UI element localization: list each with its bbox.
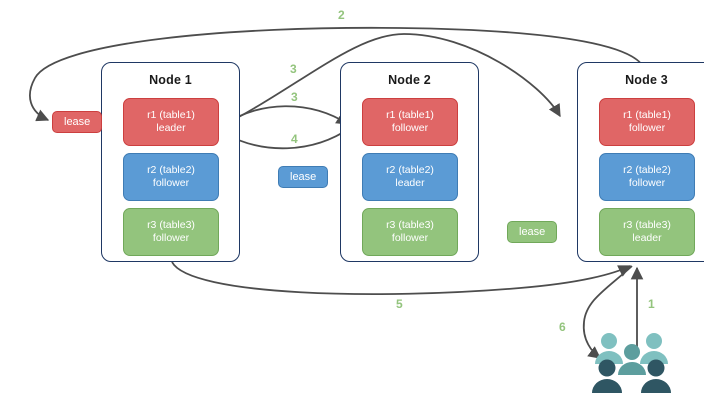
replica-name: r2 (table2) <box>386 164 434 176</box>
replica-n3-r1[interactable]: r1 (table1) follower <box>599 98 695 146</box>
replica-n1-r2[interactable]: r2 (table2) follower <box>123 153 219 201</box>
step-label-4: 4 <box>291 132 298 146</box>
arrow-step-5 <box>171 261 632 296</box>
step-label-3a: 3 <box>290 62 297 76</box>
step-label-1: 1 <box>648 297 655 311</box>
node-container-2[interactable]: Node 2 r1 (table1) follower r2 (table2) … <box>340 62 479 262</box>
replica-n2-r2[interactable]: r2 (table2) leader <box>362 153 458 201</box>
node-container-1[interactable]: Node 1 r1 (table1) leader r2 (table2) fo… <box>101 62 240 262</box>
replica-role: follower <box>628 177 666 189</box>
replica-role: follower <box>152 232 190 244</box>
replica-n3-r3[interactable]: r3 (table3) leader <box>599 208 695 256</box>
replica-role: follower <box>628 122 666 134</box>
arrow-step-2 <box>29 26 646 122</box>
node-container-3[interactable]: Node 3 r1 (table1) follower r2 (table2) … <box>577 62 704 262</box>
lease-badge-blue[interactable]: lease <box>278 166 329 188</box>
arrow-step-4 <box>224 127 351 150</box>
node-title: Node 3 <box>625 73 668 87</box>
node-title: Node 1 <box>149 73 192 87</box>
step-label-2: 2 <box>338 8 345 22</box>
replica-name: r2 (table2) <box>147 164 195 176</box>
replica-n3-r2[interactable]: r2 (table2) follower <box>599 153 695 201</box>
replica-name: r1 (table1) <box>147 109 195 121</box>
arrow-step-6 <box>582 265 633 359</box>
step-label-3b: 3 <box>291 90 298 104</box>
users-icon <box>592 333 671 393</box>
lease-badge-red[interactable]: lease <box>52 111 103 133</box>
replica-n2-r1[interactable]: r1 (table1) follower <box>362 98 458 146</box>
replica-role: leader <box>156 122 186 134</box>
replica-name: r3 (table3) <box>147 219 195 231</box>
replica-name: r1 (table1) <box>386 109 434 121</box>
replica-n1-r3[interactable]: r3 (table3) follower <box>123 208 219 256</box>
replica-n2-r3[interactable]: r3 (table3) follower <box>362 208 458 256</box>
replica-role: follower <box>391 122 429 134</box>
lease-badge-green[interactable]: lease <box>507 221 558 243</box>
replica-name: r3 (table3) <box>386 219 434 231</box>
replica-name: r2 (table2) <box>623 164 671 176</box>
replica-name: r1 (table1) <box>623 109 671 121</box>
replica-role: leader <box>632 232 662 244</box>
replica-role: leader <box>395 177 425 189</box>
replica-n1-r1[interactable]: r1 (table1) leader <box>123 98 219 146</box>
step-label-6: 6 <box>559 320 566 334</box>
step-label-5: 5 <box>396 297 403 311</box>
arrow-step-3-node2 <box>221 105 350 127</box>
replica-name: r3 (table3) <box>623 219 671 231</box>
node-title: Node 2 <box>388 73 431 87</box>
replica-role: follower <box>152 177 190 189</box>
replica-role: follower <box>391 232 429 244</box>
arrow-step-3-node3 <box>221 33 561 127</box>
